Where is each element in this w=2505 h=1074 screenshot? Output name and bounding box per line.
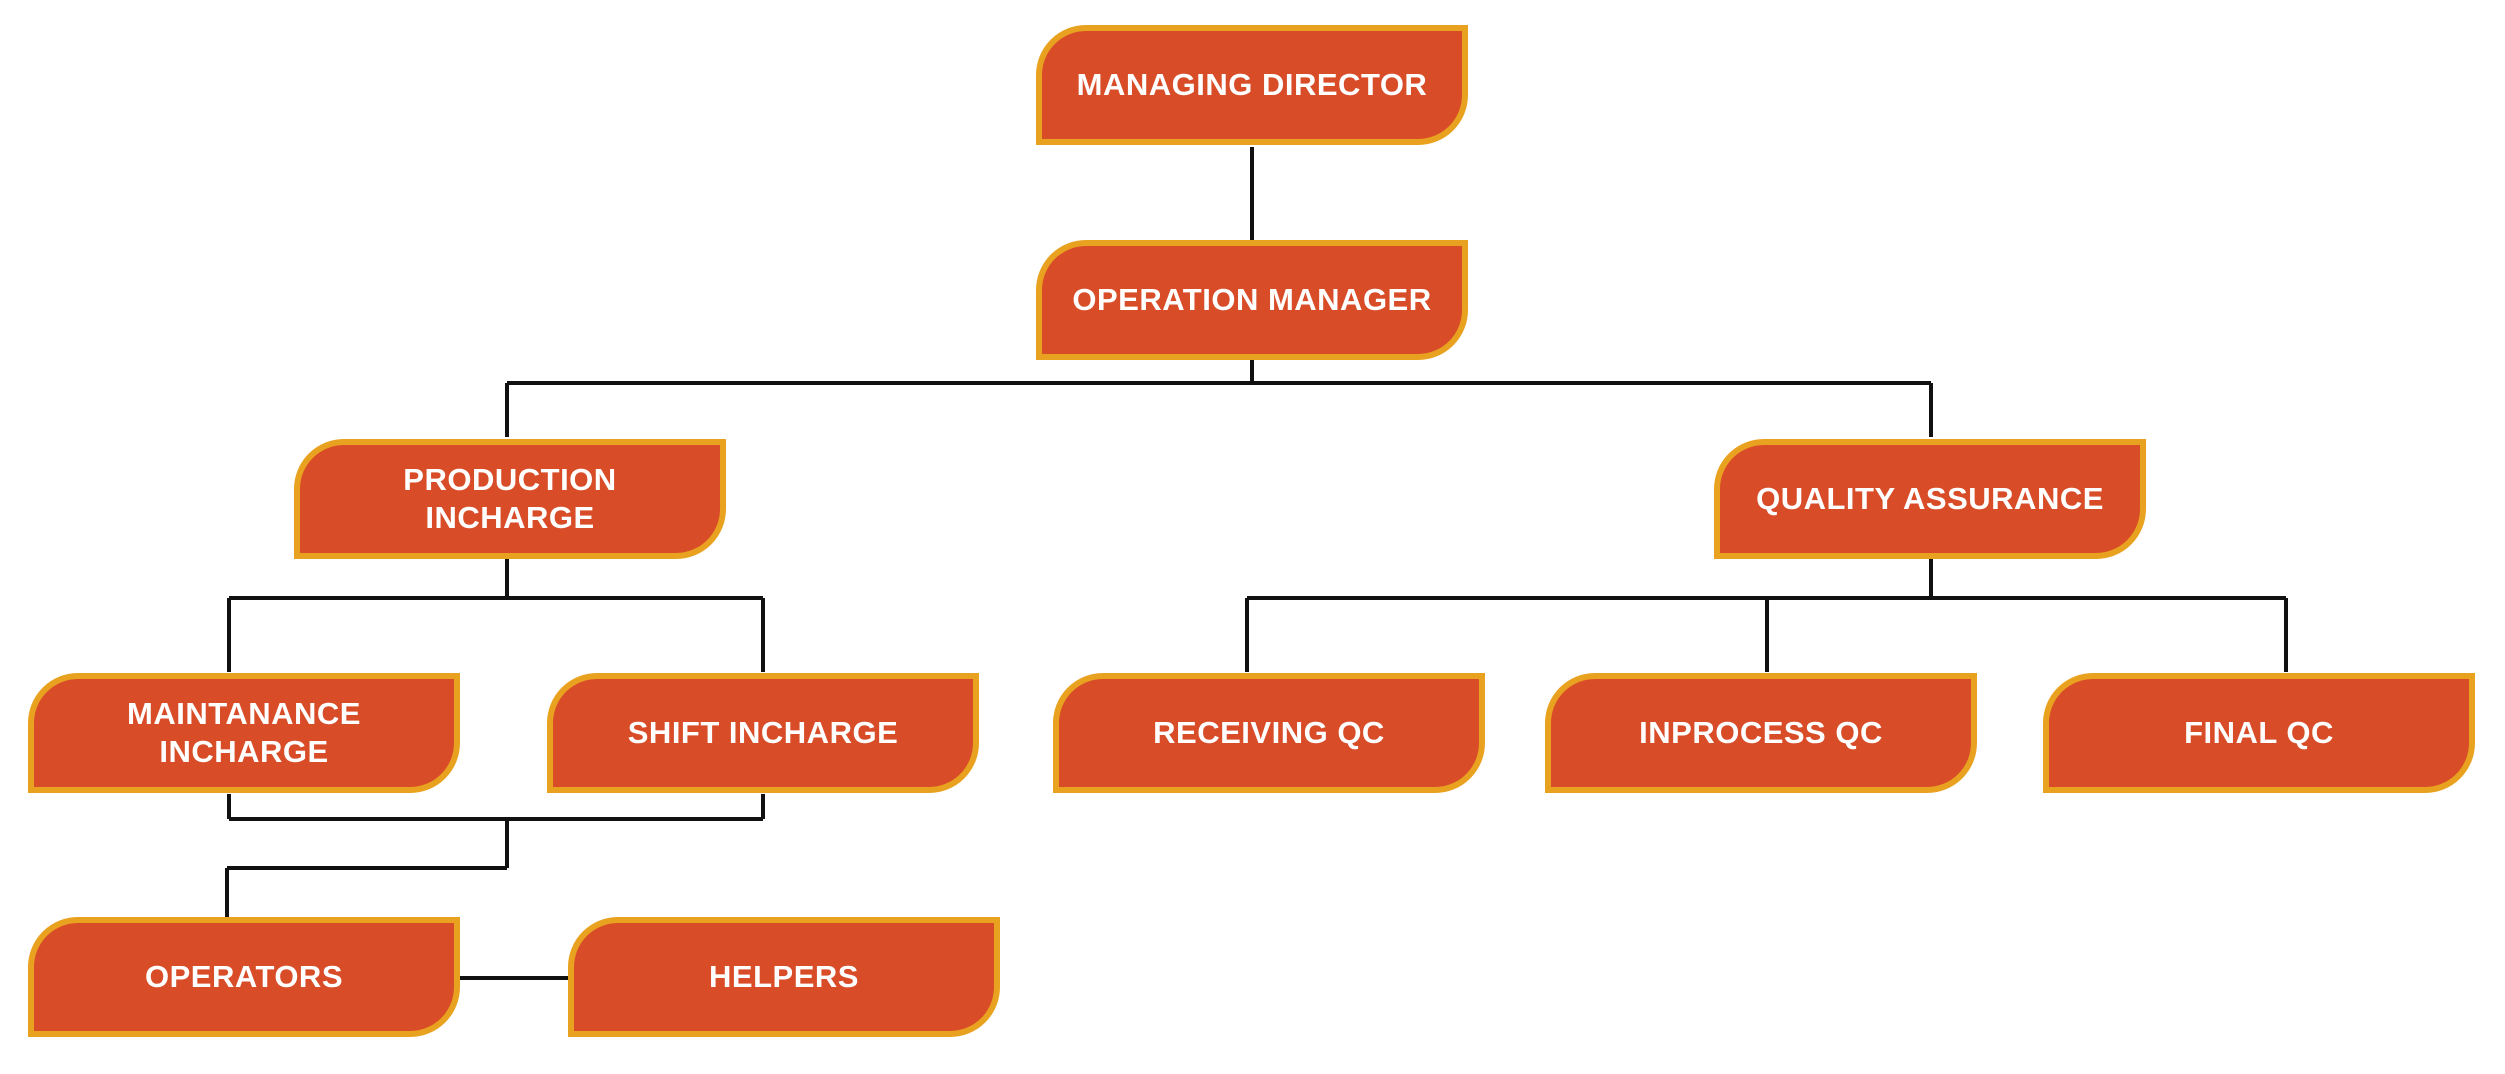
node-label: MAINTANANCE INCHARGE: [127, 696, 361, 769]
node-label: QUALITY ASSURANCE: [1756, 481, 2104, 516]
node-operators[interactable]: OPERATORS: [28, 917, 460, 1037]
node-label: SHIFT INCHARGE: [627, 715, 899, 750]
node-operation-manager[interactable]: OPERATION MANAGER: [1036, 240, 1468, 360]
node-receiving-qc[interactable]: RECEIVING QC: [1053, 673, 1485, 793]
node-label: OPERATION MANAGER: [1072, 282, 1432, 317]
node-shift-incharge[interactable]: SHIFT INCHARGE: [547, 673, 979, 793]
node-label: INPROCESS QC: [1639, 715, 1883, 750]
connector-production-bus: [227, 559, 765, 672]
node-maintanance-incharge[interactable]: MAINTANANCE INCHARGE: [28, 673, 460, 793]
node-quality-assurance[interactable]: QUALITY ASSURANCE: [1714, 439, 2146, 559]
node-label: RECEIVING QC: [1153, 715, 1385, 750]
node-label: MANAGING DIRECTOR: [1076, 67, 1428, 102]
node-label: HELPERS: [709, 959, 859, 994]
node-final-qc[interactable]: FINAL QC: [2043, 673, 2475, 793]
node-helpers[interactable]: HELPERS: [568, 917, 1000, 1037]
connector-om-bus: [505, 360, 1933, 437]
node-inprocess-qc[interactable]: INPROCESS QC: [1545, 673, 1977, 793]
node-label: PRODUCTION INCHARGE: [403, 462, 617, 535]
node-label: FINAL QC: [2184, 715, 2334, 750]
node-production-incharge[interactable]: PRODUCTION INCHARGE: [294, 439, 726, 559]
connector-merge-bus: [225, 794, 765, 917]
connector-qa-bus: [1245, 559, 2288, 672]
node-managing-director[interactable]: MANAGING DIRECTOR: [1036, 25, 1468, 145]
node-label: OPERATORS: [145, 959, 343, 994]
